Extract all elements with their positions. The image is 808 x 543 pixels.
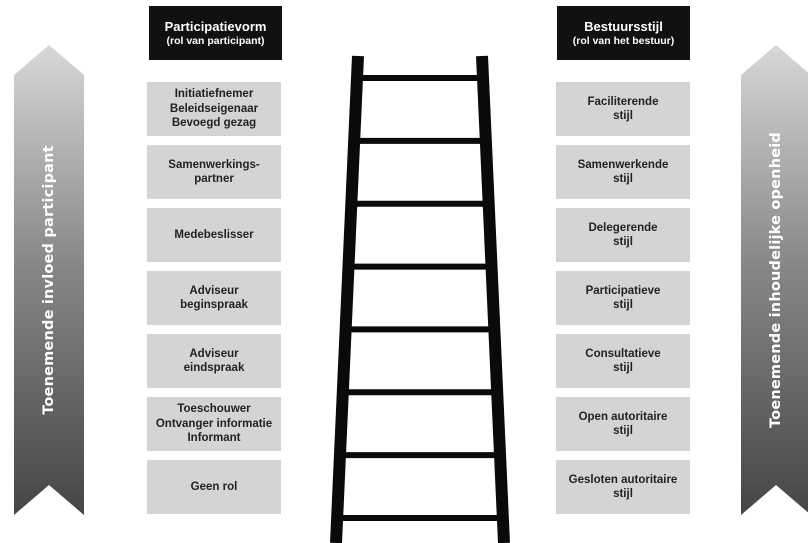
governance-styles-list: Faciliterende stijl Samenwerkende stijl … bbox=[556, 82, 690, 523]
governance-style-box: Consultatieve stijl bbox=[556, 334, 690, 388]
ladder-left-rail bbox=[330, 55, 364, 543]
right-arrow-shape bbox=[741, 45, 808, 515]
governance-style-box: Gesloten autoritaire stijl bbox=[556, 460, 690, 514]
participation-form-box: Geen rol bbox=[147, 460, 281, 514]
participation-forms-list: Initiatiefnemer Beleidseigenaar Bevoegd … bbox=[147, 82, 281, 523]
right-header-title: Bestuursstijl bbox=[584, 18, 663, 34]
participation-form-box: Initiatiefnemer Beleidseigenaar Bevoegd … bbox=[147, 82, 281, 136]
participation-form-box: Toeschouwer Ontvanger informatie Informa… bbox=[147, 397, 281, 451]
governance-style-box: Delegerende stijl bbox=[556, 208, 690, 262]
ladder-illustration bbox=[320, 48, 520, 543]
left-influence-arrow: Toenemende invloed participant bbox=[14, 45, 84, 515]
governance-style-box: Participatieve stijl bbox=[556, 271, 690, 325]
left-arrow-shape bbox=[14, 45, 84, 515]
participation-form-box: Samenwerkings- partner bbox=[147, 145, 281, 199]
participation-form-box: Adviseur beginspraak bbox=[147, 271, 281, 325]
left-header-title: Participatievorm bbox=[164, 18, 267, 34]
left-header-subtitle: (rol van participant) bbox=[166, 34, 265, 47]
governance-style-box: Samenwerkende stijl bbox=[556, 145, 690, 199]
ladder-right-rail bbox=[476, 55, 510, 543]
ladder-icon bbox=[330, 55, 510, 543]
right-arrow-label: Toenemende inhoudelijke openheid bbox=[768, 131, 784, 429]
governance-style-box: Faciliterende stijl bbox=[556, 82, 690, 136]
bestuursstijl-header: Bestuursstijl (rol van het bestuur) bbox=[557, 6, 690, 60]
right-openness-arrow: Toenemende inhoudelijke openheid bbox=[741, 45, 808, 515]
governance-style-box: Open autoritaire stijl bbox=[556, 397, 690, 451]
right-header-subtitle: (rol van het bestuur) bbox=[572, 34, 675, 47]
participation-form-box: Medebeslisser bbox=[147, 208, 281, 262]
participation-form-box: Adviseur eindspraak bbox=[147, 334, 281, 388]
left-arrow-label: Toenemende invloed participant bbox=[41, 145, 57, 415]
participatievorm-header: Participatievorm (rol van participant) bbox=[149, 6, 282, 60]
